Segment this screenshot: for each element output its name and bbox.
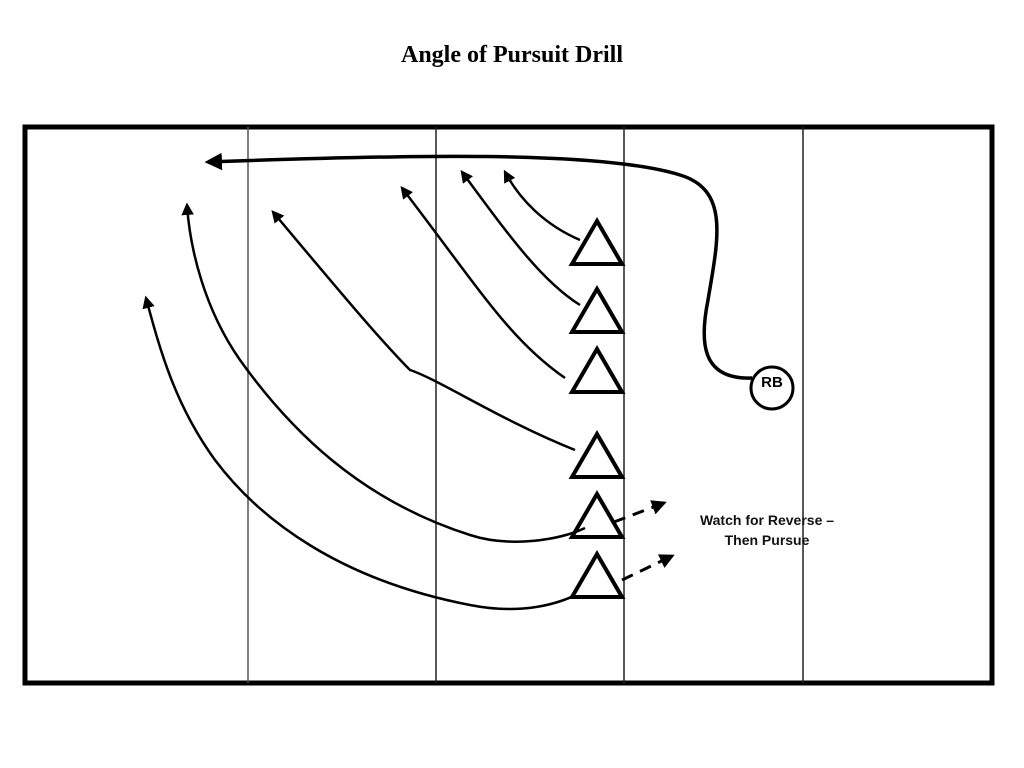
rb-label: RB	[761, 374, 783, 391]
pursuit-path-2	[460, 169, 581, 307]
reverse-watch-arrow-2	[621, 554, 675, 582]
pursuit-path-3	[400, 186, 566, 380]
pursuit-path-4	[271, 210, 576, 452]
reverse-watch-arrow-1	[613, 500, 667, 524]
annotation-line-1: Watch for Reverse –	[699, 512, 835, 528]
reverse-annotation: Watch for Reverse – Then Pursue	[672, 510, 862, 550]
defender-triangle	[568, 550, 626, 599]
pursuit-path-5	[181, 202, 586, 543]
defender-triangle	[568, 345, 626, 394]
pursuit-path-1	[503, 169, 581, 242]
defender-triangle	[568, 217, 626, 266]
field-border	[22, 124, 995, 686]
rb-circle	[749, 365, 795, 411]
defender-triangle	[568, 285, 626, 334]
page-title: Angle of Pursuit Drill	[401, 42, 623, 68]
defender-triangle	[568, 430, 626, 479]
defender-triangle	[568, 490, 626, 539]
annotation-line-2: Then Pursue	[724, 532, 810, 548]
pursuit-path-6	[142, 295, 586, 611]
rb-path	[204, 152, 753, 380]
